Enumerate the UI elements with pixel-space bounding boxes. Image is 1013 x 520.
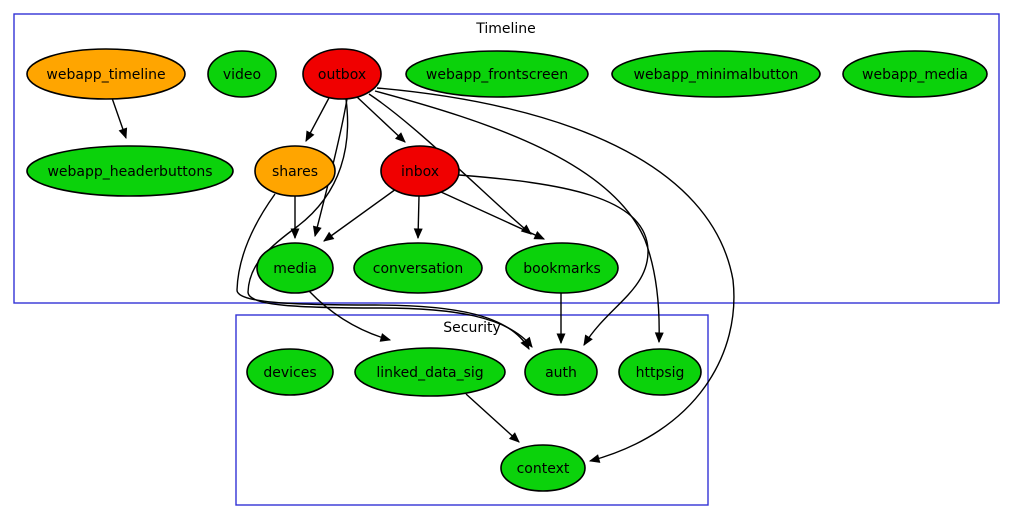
- node-linked_data_sig-label: linked_data_sig: [376, 365, 483, 381]
- node-bookmarks-label: bookmarks: [523, 261, 601, 277]
- node-webapp_minimalbutton-shape: [611, 50, 821, 98]
- node-video: video: [207, 50, 277, 98]
- node-shares-label: shares: [272, 164, 318, 180]
- edge-media-to-linked_data_sig: [308, 290, 392, 342]
- node-context: context: [500, 444, 586, 492]
- node-auth-label: auth: [545, 365, 577, 381]
- node-webapp_frontscreen-shape: [405, 50, 589, 98]
- node-shares-shape: [254, 145, 336, 197]
- node-webapp_minimalbutton-label: webapp_minimalbutton: [634, 67, 799, 83]
- edge-outbox-to-auth: [247, 98, 533, 348]
- node-webapp_media-label: webapp_media: [862, 67, 968, 83]
- node-outbox-shape: [302, 48, 382, 100]
- node-devices-label: devices: [263, 365, 316, 381]
- cluster-security-border: [235, 314, 709, 506]
- node-inbox-shape: [380, 145, 460, 197]
- node-context-shape: [500, 444, 586, 492]
- node-httpsig-label: httpsig: [636, 365, 685, 381]
- edge-outbox-to-httpsig: [374, 90, 664, 344]
- node-webapp_frontscreen: webapp_frontscreen: [405, 50, 589, 98]
- node-webapp_timeline-shape: [26, 48, 186, 100]
- node-devices: devices: [246, 348, 334, 396]
- node-webapp_headerbuttons-label: webapp_headerbuttons: [47, 164, 212, 180]
- node-httpsig-shape: [618, 348, 702, 396]
- node-auth: auth: [524, 348, 598, 396]
- node-conversation: conversation: [353, 242, 483, 294]
- node-webapp_media: webapp_media: [842, 50, 988, 98]
- node-bookmarks-shape: [505, 242, 619, 294]
- node-media: media: [256, 242, 334, 294]
- node-conversation-label: conversation: [373, 261, 463, 277]
- node-webapp_media-shape: [842, 50, 988, 98]
- node-outbox: outbox: [302, 48, 382, 100]
- node-webapp_timeline: webapp_timeline: [26, 48, 186, 100]
- node-conversation-shape: [353, 242, 483, 294]
- edge-inbox-to-bookmarks: [440, 191, 546, 240]
- node-linked_data_sig: linked_data_sig: [354, 347, 506, 397]
- node-webapp_headerbuttons-shape: [26, 145, 234, 197]
- edge-outbox-to-shares: [305, 95, 331, 142]
- edge-inbox-to-auth: [458, 174, 649, 346]
- edge-shares-to-auth: [236, 193, 530, 350]
- node-bookmarks: bookmarks: [505, 242, 619, 294]
- cluster-security-label: Security: [443, 320, 501, 336]
- edge-outbox-to-inbox: [356, 96, 406, 143]
- cluster-timeline-border: [13, 13, 1000, 304]
- node-context-label: context: [517, 461, 570, 477]
- node-webapp_minimalbutton: webapp_minimalbutton: [611, 50, 821, 98]
- node-webapp_headerbuttons: webapp_headerbuttons: [26, 145, 234, 197]
- node-video-label: video: [223, 67, 261, 83]
- edge-webapp_timeline-to-webapp_headerbuttons: [111, 97, 128, 140]
- edge-inbox-to-media: [323, 188, 397, 242]
- node-webapp_timeline-label: webapp_timeline: [46, 67, 165, 83]
- node-shares: shares: [254, 145, 336, 197]
- node-webapp_frontscreen-label: webapp_frontscreen: [426, 67, 568, 83]
- node-outbox-label: outbox: [318, 67, 366, 83]
- node-inbox-label: inbox: [401, 164, 439, 180]
- edge-linked_data_sig-to-context: [465, 393, 520, 443]
- node-inbox: inbox: [380, 145, 460, 197]
- edge-outbox-to-context: [376, 87, 735, 463]
- node-httpsig: httpsig: [618, 348, 702, 396]
- node-video-shape: [207, 50, 277, 98]
- edge-inbox-to-conversation: [413, 195, 423, 240]
- cluster-timeline-label: Timeline: [475, 21, 536, 37]
- node-media-shape: [256, 242, 334, 294]
- node-linked_data_sig-shape: [354, 347, 506, 397]
- node-devices-shape: [246, 348, 334, 396]
- node-auth-shape: [524, 348, 598, 396]
- node-media-label: media: [273, 261, 317, 277]
